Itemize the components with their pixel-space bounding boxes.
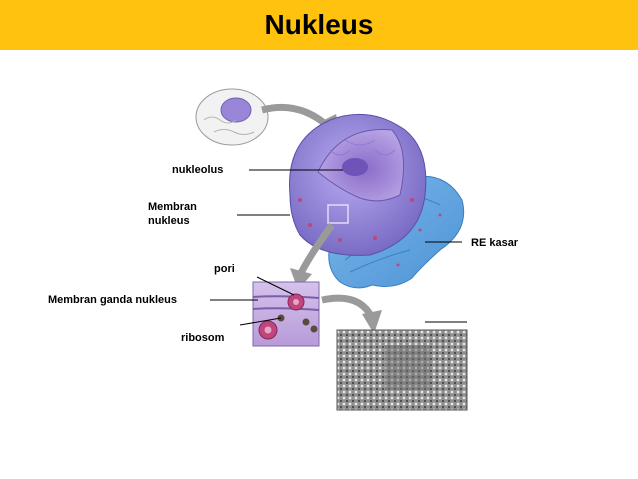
nucleus-sphere: [289, 113, 427, 256]
cell-thumbnail: [195, 88, 269, 146]
pore-inset: [252, 281, 320, 347]
label-pore: pori: [214, 263, 235, 275]
label-ribosome: ribosom: [181, 332, 225, 344]
label-nucleolus: nukleolus: [172, 164, 224, 176]
zoom-arrow-3-head: [362, 310, 382, 334]
label-rough-er: RE kasar: [471, 237, 519, 249]
leader-ribosome: [239, 317, 282, 326]
electron-micrograph: [336, 321, 468, 411]
leader-pore: [256, 276, 295, 296]
slide-title: Nukleus: [264, 9, 374, 40]
ribosome-icon-2: [302, 318, 310, 326]
title-bar: Nukleus: [0, 0, 638, 50]
label-nuclear-membrane-line1: Membran: [148, 201, 197, 213]
pore-highlight-box: [327, 204, 349, 224]
ribosome-icon-3: [310, 325, 318, 333]
label-double-membrane: Membran ganda nukleus: [48, 294, 177, 306]
nucleolus-body: [342, 158, 368, 176]
label-nuclear-membrane-line2: nukleus: [148, 215, 190, 227]
zoom-arrow-2-head: [290, 268, 312, 290]
